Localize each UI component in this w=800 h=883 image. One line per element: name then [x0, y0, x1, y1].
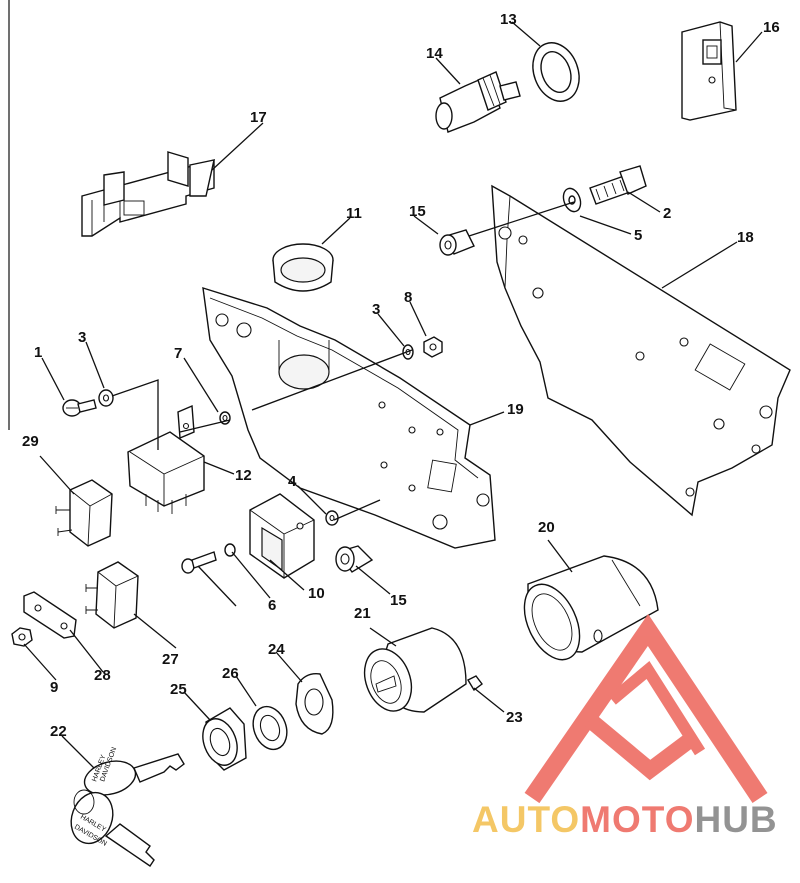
- callout-labels: 1 2 3 3 4 5 6 7 8 9 10 11 12 13 14 15 15…: [22, 11, 780, 740]
- callout-5: 5: [634, 227, 642, 244]
- callout-15-upper: 15: [409, 203, 426, 220]
- callout-24: 24: [268, 641, 285, 658]
- part-13-gasket-ring: [532, 42, 580, 102]
- callout-15-lower: 15: [390, 592, 407, 609]
- callout-20: 20: [538, 519, 555, 536]
- callout-21: 21: [354, 605, 371, 622]
- callout-12: 12: [235, 467, 252, 484]
- callout-14: 14: [426, 45, 443, 62]
- callout-16: 16: [763, 19, 780, 36]
- part-2-bolt: [589, 165, 647, 205]
- callout-4: 4: [288, 473, 297, 490]
- watermark-moto: MOTO: [580, 799, 694, 840]
- callout-17: 17: [250, 109, 267, 126]
- leader-lines: [23, 21, 763, 769]
- part-26-washer: [252, 705, 288, 751]
- callout-22: 22: [50, 723, 67, 740]
- part-28-strap: [23, 591, 77, 639]
- part-27-terminal-block: [85, 561, 139, 629]
- part-25-lock-nut: [202, 707, 247, 771]
- callout-3-right: 3: [372, 301, 380, 318]
- callout-23: 23: [506, 709, 523, 726]
- callout-10: 10: [308, 585, 325, 602]
- callout-29: 29: [22, 433, 39, 450]
- part-23-set-screw: [467, 675, 483, 692]
- part-16-plug-module: [681, 21, 737, 121]
- part-8-nut: [423, 336, 443, 358]
- part-18-mounting-plate: [491, 184, 791, 517]
- part-24-lock-plate: [295, 673, 334, 735]
- part-12-relay: [127, 404, 205, 514]
- callout-6: 6: [268, 597, 276, 614]
- part-3-washer-left: [98, 389, 114, 407]
- part-5-washer: [562, 187, 582, 213]
- part-1-screw: [62, 399, 97, 417]
- part-15-bushing-lower: [335, 545, 374, 573]
- watermark-hub: HUB: [694, 799, 777, 840]
- watermark-auto: AUTO: [472, 799, 580, 840]
- part-4-washer: [325, 510, 339, 526]
- part-21-ignition-lock: [363, 627, 467, 713]
- part-17-bracket: [81, 151, 215, 237]
- part-10-clip-bracket: [249, 493, 315, 579]
- callout-1: 1: [34, 344, 42, 361]
- callout-18: 18: [737, 229, 754, 246]
- callout-9: 9: [50, 679, 58, 696]
- part-9-nut: [11, 627, 33, 647]
- part-6-pin: [181, 543, 236, 574]
- callout-26: 26: [222, 665, 239, 682]
- callout-8: 8: [404, 289, 412, 306]
- callout-19: 19: [507, 401, 524, 418]
- part-15-bushing-upper: [439, 229, 475, 256]
- callout-2: 2: [663, 205, 671, 222]
- part-20-sleeve: [523, 555, 659, 661]
- callout-3-left: 3: [78, 329, 86, 346]
- callout-27: 27: [162, 651, 179, 668]
- callout-28: 28: [94, 667, 111, 684]
- callout-25: 25: [170, 681, 187, 698]
- part-11-grommet: [272, 243, 334, 292]
- part-14-switch: [435, 71, 521, 133]
- part-19-front-bracket: [202, 287, 496, 549]
- watermark-text: AUTOMOTOHUB: [472, 799, 778, 840]
- callout-13: 13: [500, 11, 517, 28]
- part-22-keys: HARLEY DAVIDSON HARLEY DAVIDSON: [70, 746, 185, 867]
- callout-7: 7: [174, 345, 182, 362]
- part-29-terminal-block: [55, 479, 113, 547]
- watermark-logo: AUTOMOTOHUB: [472, 613, 778, 840]
- callout-11: 11: [346, 205, 362, 222]
